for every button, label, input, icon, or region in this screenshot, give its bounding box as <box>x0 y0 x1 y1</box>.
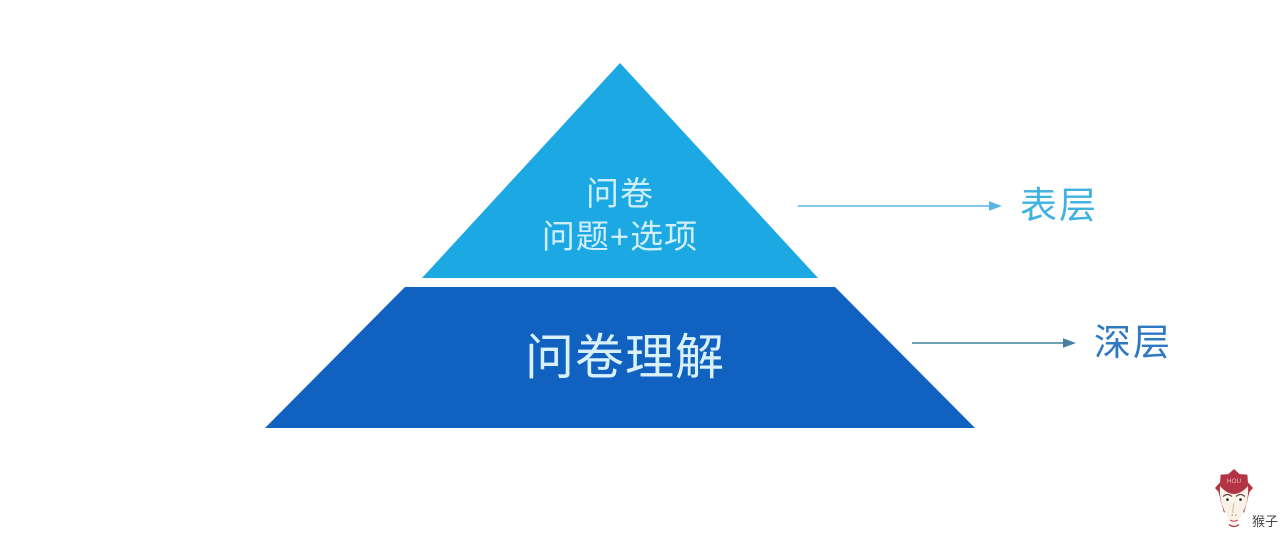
watermark: HOU 猴子 <box>1202 466 1280 536</box>
surface-arrow-head <box>989 201 1002 211</box>
monkey-chin <box>1228 524 1240 528</box>
monkey-forehead-text: HOU <box>1227 478 1242 485</box>
monkey-nostril-left <box>1231 514 1233 516</box>
surface-label: 表层 <box>1020 185 1098 226</box>
monkey-brow-right <box>1235 494 1246 497</box>
monkey-face <box>1219 486 1249 526</box>
monkey-nostril-right <box>1235 514 1237 516</box>
pyramid-top-layer-shape <box>422 63 818 278</box>
deep-arrow <box>912 338 1076 348</box>
monkey-mouth <box>1229 519 1239 522</box>
monkey-nose <box>1232 502 1235 514</box>
deep-arrow-head <box>1063 338 1076 348</box>
monkey-brow-left <box>1222 494 1233 497</box>
monkey-pupil-left <box>1226 498 1229 501</box>
monkey-pupil-right <box>1239 498 1242 501</box>
pyramid-bottom-layer-shape <box>265 287 975 428</box>
deep-label: 深层 <box>1094 322 1172 363</box>
watermark-label: 猴子 <box>1251 514 1278 529</box>
surface-arrow <box>798 201 1002 211</box>
monkey-logo-icon: HOU <box>1215 469 1253 528</box>
